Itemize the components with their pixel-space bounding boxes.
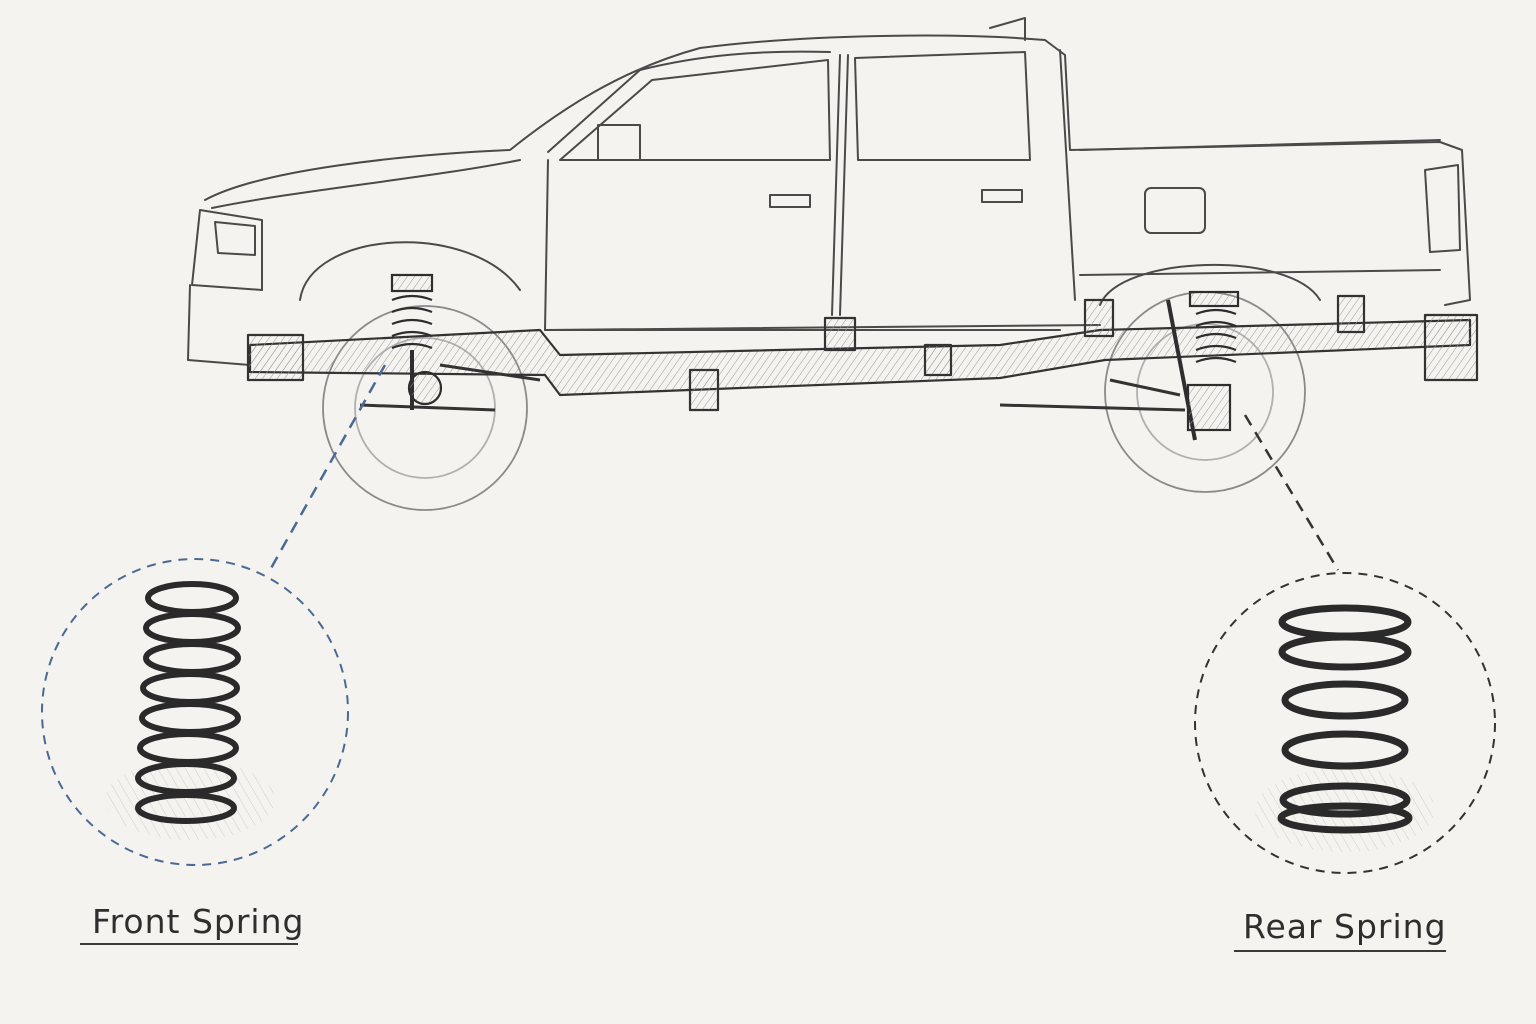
rear-shock-assembly: [1166, 290, 1240, 441]
rear-spring-coil: [1277, 604, 1413, 834]
front-spring-label: Front Spring: [92, 902, 305, 941]
rear-callout-line: [1243, 414, 1340, 571]
rear-spring-callout-circle: [1194, 572, 1496, 874]
truck-body: [187, 17, 1471, 366]
rear-spring-underline: [1234, 950, 1446, 952]
front-spring-callout-circle: [41, 558, 349, 866]
front-spring-coil: [135, 581, 241, 824]
front-callout-line: [268, 364, 387, 571]
front-spring-underline: [80, 943, 298, 945]
chassis-frame: [246, 294, 1479, 412]
rear-spring-label: Rear Spring: [1243, 907, 1447, 946]
front-strut-assembly: [390, 273, 443, 410]
